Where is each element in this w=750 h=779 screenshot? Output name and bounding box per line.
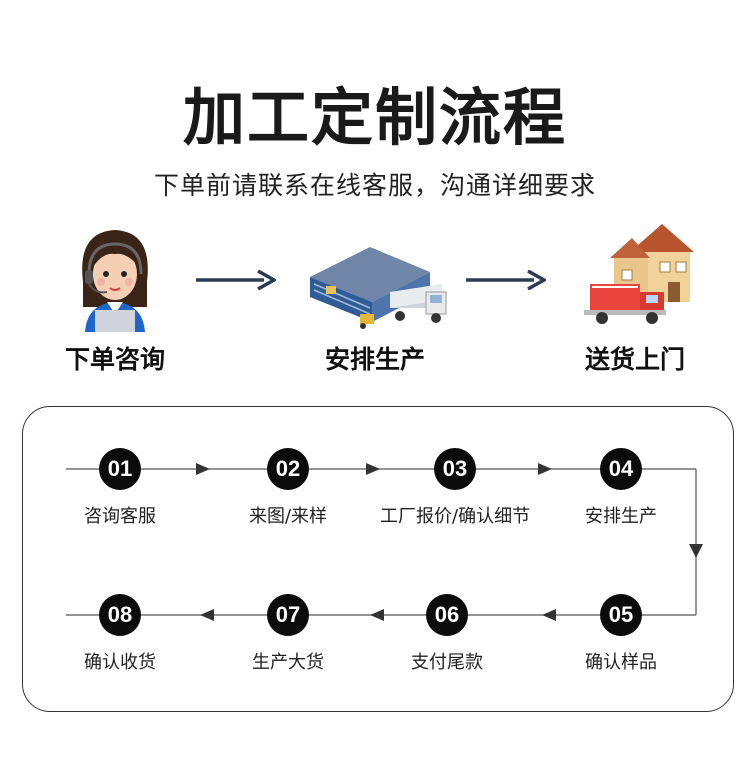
step-number: 08 — [99, 594, 141, 636]
step-label: 安排生产 — [585, 506, 657, 527]
arrow-right-icon — [538, 463, 552, 475]
step-label: 工厂报价/确认细节 — [380, 506, 531, 527]
process-step-06: 06 支付尾款 — [372, 594, 522, 674]
top-step-delivery: 送货上门 — [550, 222, 720, 376]
process-step-02: 02 来图/来样 — [213, 448, 363, 528]
process-step-07: 07 生产大货 — [213, 594, 363, 674]
top-step-consult: 下单咨询 — [30, 222, 200, 376]
step-label: 确认收货 — [84, 652, 156, 673]
house-delivery-truck-icon — [584, 224, 694, 324]
process-step-05: 05 确认样品 — [546, 594, 696, 674]
step-number: 03 — [434, 448, 476, 490]
top-step-label: 下单咨询 — [64, 345, 165, 374]
step-label: 咨询客服 — [84, 506, 156, 527]
step-number: 02 — [267, 448, 309, 490]
page-title: 加工定制流程 — [182, 81, 567, 154]
arrow-down-icon — [689, 544, 703, 558]
process-step-04: 04 安排生产 — [546, 448, 696, 528]
customer-service-agent-icon — [82, 230, 148, 332]
step-label: 确认样品 — [585, 652, 657, 673]
step-number: 06 — [426, 594, 468, 636]
step-label: 来图/来样 — [248, 506, 328, 527]
process-step-01: 01 咨询客服 — [45, 448, 195, 528]
arrow-left-icon — [370, 609, 384, 621]
step-label: 支付尾款 — [411, 652, 483, 673]
step-number: 05 — [600, 594, 642, 636]
page-subtitle: 下单前请联系在线客服，沟通详细要求 — [153, 171, 596, 200]
top-step-label: 送货上门 — [584, 345, 685, 374]
step-number: 01 — [99, 448, 141, 490]
arrow-right-icon — [196, 463, 210, 475]
arrow-right-icon — [366, 463, 380, 475]
step-label: 生产大货 — [252, 652, 324, 673]
arrow-right-icon — [196, 270, 276, 290]
arrow-left-icon — [542, 609, 556, 621]
arrow-left-icon — [200, 609, 214, 621]
top-step-production: 安排生产 — [290, 222, 460, 376]
process-step-03: 03 工厂报价/确认细节 — [380, 448, 530, 528]
factory-truck-icon — [310, 247, 447, 329]
process-step-08: 08 确认收货 — [45, 594, 195, 674]
top-step-label: 安排生产 — [324, 345, 425, 374]
step-number: 04 — [600, 448, 642, 490]
process-panel — [22, 406, 734, 712]
arrow-right-icon — [466, 270, 546, 290]
step-number: 07 — [267, 594, 309, 636]
